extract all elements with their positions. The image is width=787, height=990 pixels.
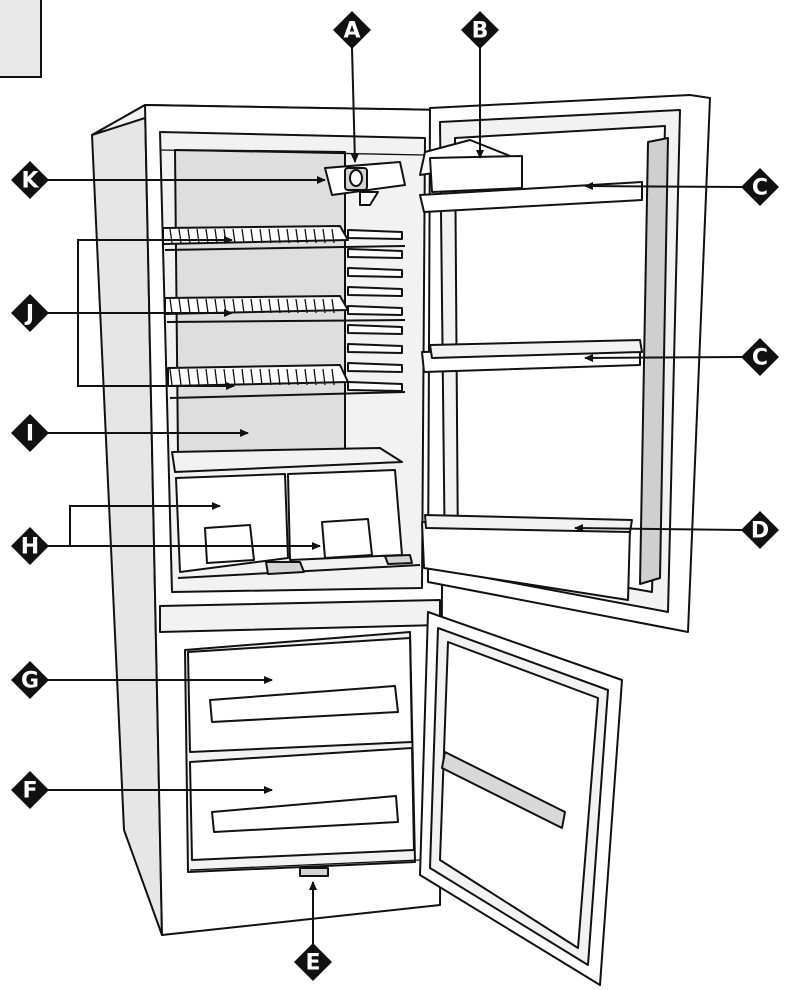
light-unit [324, 161, 406, 206]
callout-k: K [11, 161, 49, 199]
callout-letter: B [472, 19, 489, 44]
callout-diamond [461, 11, 499, 49]
callout-letter: C [752, 346, 768, 371]
callout-diamond [11, 161, 49, 199]
callout-letter: C [752, 176, 768, 201]
freezer-door [419, 611, 623, 986]
callout-letter: E [305, 951, 320, 976]
callout-diamond [11, 661, 49, 699]
callout-letter: H [21, 535, 39, 560]
leader-line-a [350, 47, 359, 163]
callout-j: J [11, 294, 49, 332]
callout-letter: A [343, 19, 360, 44]
callout-diamond [333, 11, 371, 49]
freezer-compartment [184, 631, 421, 877]
callout-diamond [294, 943, 332, 981]
leader-line-c1 [584, 182, 743, 191]
callout-letter: K [21, 169, 39, 194]
callout-b: B [461, 11, 499, 49]
leader-line-c2 [584, 353, 743, 362]
callout-letter: F [22, 779, 37, 804]
crisper-drawers [175, 469, 421, 579]
glass-shelf [171, 447, 403, 473]
callout-letter: J [24, 302, 34, 327]
callout-c2: C [741, 338, 779, 376]
callout-e: E [294, 943, 332, 981]
callout-letter: I [26, 422, 34, 447]
callout-i: I [11, 414, 49, 452]
page-tab-marker [0, 0, 42, 78]
leader-line-d [574, 524, 743, 533]
callout-diamond [11, 294, 49, 332]
callout-diamond [741, 168, 779, 206]
wire-shelves [162, 225, 406, 399]
callout-letter: D [751, 519, 769, 544]
callout-c1: C [741, 168, 779, 206]
callout-d: D [741, 511, 779, 549]
callout-letter: G [21, 669, 39, 694]
callout-diamond [11, 771, 49, 809]
callout-a: A [333, 11, 371, 49]
callout-g: G [11, 661, 49, 699]
callout-diamond [11, 414, 49, 452]
callout-diamond [741, 511, 779, 549]
callout-diamond [741, 338, 779, 376]
fridge-door [419, 94, 711, 633]
callout-h: H [11, 527, 49, 565]
callout-f: F [11, 771, 49, 809]
callout-diamond [11, 527, 49, 565]
